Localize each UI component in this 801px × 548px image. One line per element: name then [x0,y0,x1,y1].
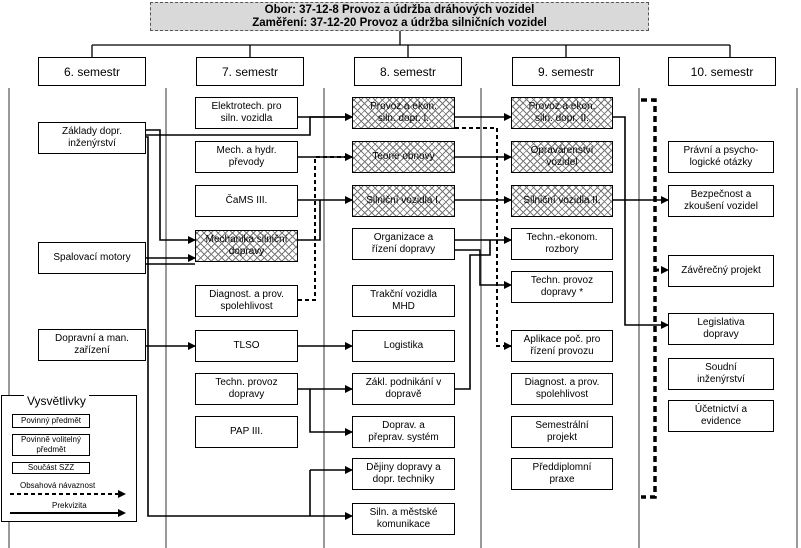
course-aplikace-poc: Aplikace poč. pro řízení provozu [511,330,613,362]
course-pap-iii: PAP III. [195,416,298,448]
course-diagnost-prov-spolehlivost-9: Diagnost. a prov. spolehlivost [511,373,613,405]
course-spalovaci-motory: Spalovací motory [38,242,146,274]
course-cams-iii: ČaMS III. [195,185,298,217]
course-doprav-preprav-system: Doprav. a přeprav. systém [352,416,455,448]
course-opravarenstvi-vozidel: Opravárenství vozidel [511,141,613,173]
content-link-lines [298,127,512,350]
course-organizace-rizeni-dopravy: Organizace a řízení dopravy [352,228,455,260]
legend-mandatory: Povinný předmět [12,414,90,428]
course-diagnost-prov-spolehlivost-7: Diagnost. a prov. spolehlivost [195,285,298,317]
course-techn-provoz-dopravy-9: Techn. provoz dopravy * [511,271,613,303]
course-provoz-ekon-ii: Provoz a ekon. siln. dopr. II. [511,97,613,129]
course-siln-mestske-komunikace: Siln. a městské komunikace [352,503,455,535]
course-trakcni-vozidla-mhd: Trakční vozidla MHD [352,285,455,317]
legend-state-exam: Součást SZZ [12,462,90,474]
course-elektrotech: Elektrotech. pro siln. vozidla [195,97,298,129]
legend-dashed-arrow [10,490,126,498]
course-preddiplomni-praxe: Předdiplomní praxe [511,458,613,490]
course-dopravni-man-zarizeni: Dopravní a man. zařízení [38,329,146,361]
course-mechanika-silnicni-dopravy: Mechanika silniční dopravy [195,230,298,262]
course-zaverecny-projekt: Závěrečný projekt [668,255,774,287]
course-teorie-obnovy: Teorie obnovy [352,141,455,173]
course-tlso: TLSO [195,330,298,362]
title-line-2: Zaměření: 37-12-20 Provoz a údržba silni… [252,17,547,29]
semester-7-header: 7. semestr [196,57,304,86]
course-bezpecnost-zkouseni: Bezpečnost a zkoušení vozidel [668,185,774,217]
course-mech-hydr-prevody: Mech. a hydr. převody [195,141,298,173]
course-logistika: Logistika [352,330,455,362]
course-silnicni-vozidla-i: Silniční vozidla I. [352,185,455,217]
title-connectors [91,31,731,57]
course-semestralni-projekt: Semestrální projekt [511,416,613,448]
title-line-1: Obor: 37-12-8 Provoz a údržba dráhových … [264,4,535,16]
course-zakl-podnikani: Zákl. podnikání v dopravě [352,373,455,405]
course-pravni-psychologicke: Právní a psycho- logické otázky [668,141,774,173]
course-silnicni-vozidla-ii: Silniční vozidla II. [511,185,613,217]
legend-elective: Povinně volitelný předmět [12,434,90,456]
prerequisite-arrows [146,113,669,520]
course-zaklady-dopr-inz: Základy dopr. inženýrství [38,122,146,154]
semester-6-header: 6. semestr [38,57,146,86]
course-dejiny-dopravy: Dějiny dopravy a dopr. techniky [352,458,455,490]
legend-content-link-label: Obsahová návaznost [20,481,96,490]
course-techn-ekonom-rozbory: Techn.-ekonom. rozbory [511,228,613,260]
course-soudni-inzenyrstvi: Soudní inženýrství [668,358,774,390]
legend-solid-arrow [10,509,126,517]
semester-10-header: 10. semestr [668,57,776,86]
legend: Vysvětlivky Povinný předmět Povinně voli… [1,394,137,522]
legend-title: Vysvětlivky [24,394,89,408]
legend-prerequisite-label: Prekvizita [52,501,87,510]
course-provoz-ekon-i: Provoz a ekon. siln. dopr. I. [352,97,455,129]
diagram-title: Obor: 37-12-8 Provoz a údržba dráhových … [150,2,649,31]
semester-8-header: 8. semestr [354,57,462,86]
course-ucetnictvi-evidence: Účetnictví a evidence [668,400,774,432]
course-legislativa-dopravy: Legislativa dopravy [668,313,774,345]
final-project-bracket [641,98,657,499]
semester-9-header: 9. semestr [512,57,620,86]
course-techn-provoz-dopravy-7: Techn. provoz dopravy [195,373,298,405]
